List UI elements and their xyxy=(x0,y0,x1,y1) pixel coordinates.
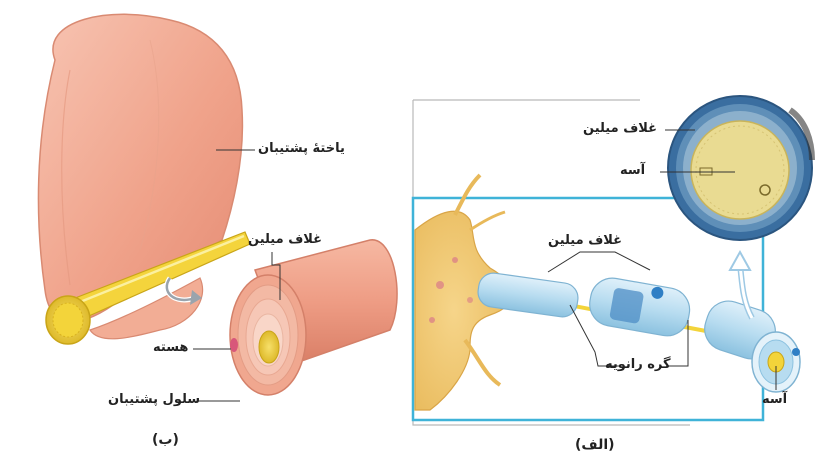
dendrite-2 xyxy=(470,212,505,230)
neuron-nissl-1 xyxy=(436,281,444,289)
label-supporting-cell: سلول پشتیبان xyxy=(108,392,200,407)
label-supporting-cell-expanded: یاختهٔ پشتیبان xyxy=(258,141,345,156)
dendrite-1 xyxy=(455,175,480,215)
label-axon-top: آسه xyxy=(620,163,645,178)
label-node-of-ranvier: گره رانویه xyxy=(605,357,671,372)
label-axon-bottom: آسه xyxy=(762,392,787,407)
enlarged-axon xyxy=(691,121,789,219)
cylinder-axon xyxy=(259,331,279,363)
neuron-nissl-4 xyxy=(467,297,473,303)
caption-panel-b: (ب) xyxy=(152,432,179,448)
neuron-nissl-3 xyxy=(429,317,435,323)
axon-cross-section-dot xyxy=(792,348,800,356)
enlarge-arrow-head xyxy=(730,252,750,270)
neuron-cell-body xyxy=(415,211,513,410)
label-nucleus: هسته xyxy=(153,340,188,355)
myelin-segment-2 xyxy=(586,275,693,340)
leader-myelin-a xyxy=(548,252,650,272)
dendrite-3 xyxy=(465,340,500,385)
axon-cut-end-inner xyxy=(53,303,83,337)
neuron-nissl-2 xyxy=(452,257,458,263)
label-myelin-sheath-b: غلاف میلین xyxy=(248,232,322,247)
schwann-nucleus xyxy=(230,338,238,352)
caption-panel-a: (الف) xyxy=(575,437,615,453)
label-myelin-sheath-top: غلاف میلین xyxy=(583,121,657,136)
panel-a-illustration xyxy=(413,96,812,425)
label-myelin-sheath-a: غلاف میلین xyxy=(548,233,622,248)
panel-b-illustration xyxy=(38,14,397,401)
